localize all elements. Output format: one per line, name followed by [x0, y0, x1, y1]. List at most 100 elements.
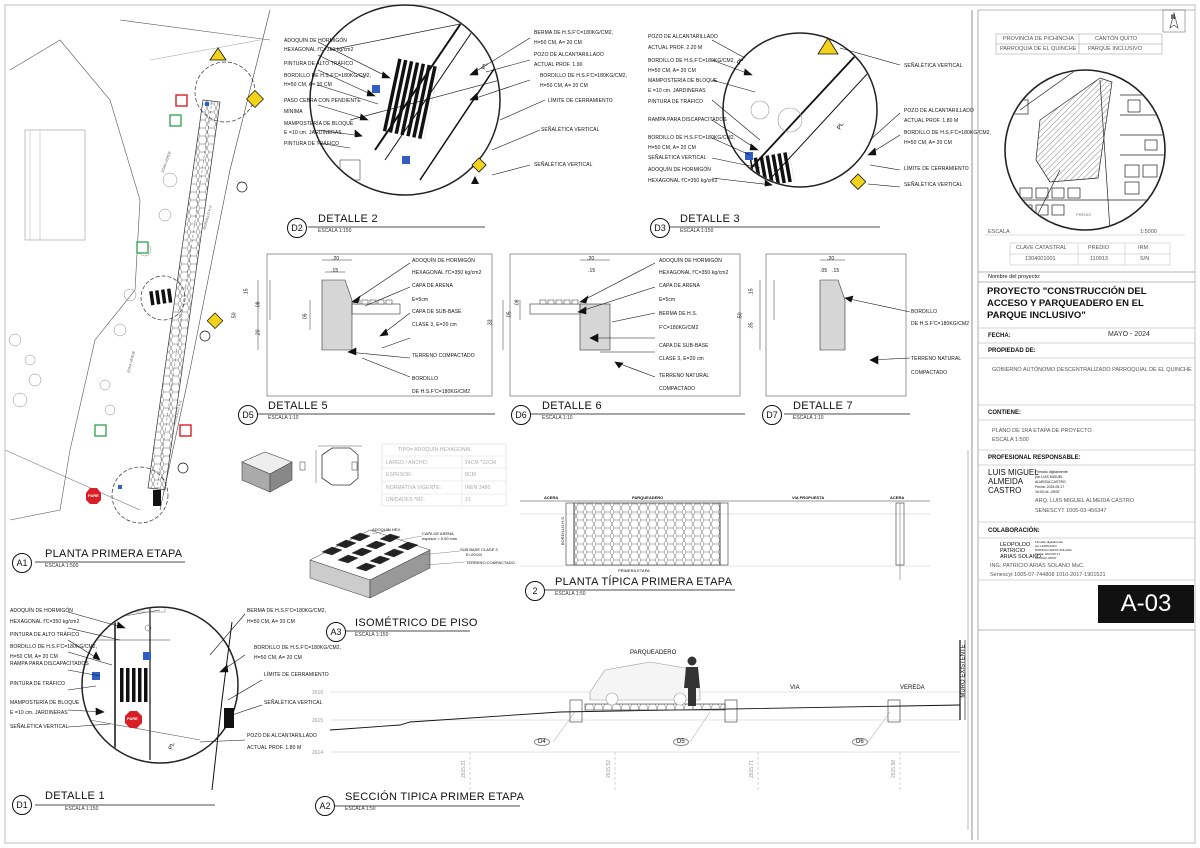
prof-senescyt: SENESCYT 1005-03-456347 — [1035, 508, 1107, 514]
colab-sig-name-2: PATRICIO — [1000, 548, 1026, 554]
dim-d5-2: .15 — [243, 288, 250, 296]
note-d3-l10: SEÑALÉTICA VERTICAL — [648, 155, 707, 161]
content-label: CONTIENE: — [988, 410, 1021, 416]
view-scale-a1: ESCALA 1:500 — [45, 563, 79, 569]
note-d1-r0: BERMA DE H.S.F'C=180KG/CM2, — [247, 608, 327, 614]
colab-sig-text-2: por LEOPOLDO — [1035, 544, 1057, 548]
note-d1-r7: ACTUAL PROF. 1.80 M — [247, 745, 302, 751]
note-d2-l4: H=50 CM, A= 20 CM — [284, 82, 332, 88]
a2-vereda: VEREDA — [900, 685, 925, 691]
paver-row2-val: INEN 3480 — [465, 485, 491, 491]
note-d1-l1: HEXAGONAL f'C=350 kg/cm2 — [10, 619, 80, 625]
note-d3-l4: MAMPOSTERÍA DE BLOQUE — [648, 78, 718, 84]
dim-d6-0: .20 — [587, 256, 595, 262]
colab-senescyt: Senescyt 1005-07-744808 1010-2017-190152… — [990, 572, 1106, 578]
note-d3-l5: E =10 cm. JARDINERAS — [648, 88, 706, 94]
note-d1-l2: PINTURA DE ALTO TRÁFICO — [10, 632, 80, 638]
view-title-d7: DETALLE 7 — [793, 400, 853, 412]
prof-sig-text-1: Firmado digitalmente — [1035, 470, 1068, 474]
view-scale-d6: ESCALA 1:10 — [542, 415, 573, 421]
p2-parqueadero: PARQUEADERO — [632, 495, 664, 500]
iso-note-4: E=20CM — [466, 552, 482, 557]
colab-sig-text-1: Firmado digitalmente — [1035, 540, 1064, 544]
view-title-d6: DETALLE 6 — [542, 400, 602, 412]
colab-sig-text-4: Fecha: 2024.05.17 — [1035, 552, 1061, 556]
note-d5-1: HEXAGONAL f'C=350 kg/cm2 — [412, 270, 482, 276]
p2-primera: PRIMERA ETAPA — [618, 568, 650, 573]
note-d3-r6: SEÑALÉTICA VERTICAL — [904, 182, 963, 188]
p2-acera-left: ACERA — [544, 495, 559, 500]
view-title-d2: DETALLE 2 — [318, 213, 378, 225]
note-d3-l9: H=50 CM, A= 20 CM — [648, 145, 696, 151]
note-d5-5: CLASE 3, E=20 cm — [412, 322, 457, 328]
note-d6-9: COMPACTADO — [659, 386, 696, 392]
a2-level-2: 2615 — [312, 718, 324, 724]
note-d6-1: HEXAGONAL f'C=350 kg/cm2 — [659, 270, 729, 276]
a2-abscissa-3: 2615.71 — [749, 759, 756, 779]
colab-name: ING. PATRICIO ARIAS SOLANO MsC. — [990, 563, 1085, 569]
cad-value-2: S/N — [1140, 256, 1150, 262]
prof-sig-text-2: por LUIS MIGUEL — [1035, 475, 1064, 479]
dim-d7-4: .35 — [748, 322, 755, 330]
note-d1-r3: H=50 CM, A= 20 CM — [254, 655, 302, 661]
view-number-d6: D6 — [511, 405, 531, 425]
sheet-code: A-03 — [1120, 590, 1172, 617]
note-d1-l4: H=50 CM, A= 20 CM — [10, 654, 58, 660]
note-d6-3: E=5cm — [659, 297, 676, 303]
cad-header-0: CLAVE CATASTRAL — [1016, 245, 1067, 251]
note-d5-2: CAPA DE ARENA — [412, 283, 453, 289]
owner-value: GOBIERNO AUTÓNOMO DESCENTRALIZADO PARROQ… — [992, 367, 1192, 373]
location-canton: CANTÓN QUITO — [1095, 36, 1138, 42]
iso-note-1: CAPA DE ARENA — [422, 531, 454, 536]
colab-sig-text-3: PATRICIO ARIAS SOLANO — [1035, 548, 1072, 552]
dim-d7-3: .15 — [748, 288, 755, 296]
dim-d6-1: .15 — [588, 268, 596, 274]
view-scale-p2: ESCALA 1:50 — [555, 591, 586, 597]
note-d2-r1: H=50 CM, A= 20 CM — [534, 40, 582, 46]
note-d3-l11: ADOQUÍN DE HORMIGÓN — [648, 167, 712, 173]
date-label: FECHA: — [988, 333, 1011, 339]
prof-sig-name-1: LUIS MIGUEL — [988, 468, 1039, 477]
dim-d7-1: .05 — [820, 268, 828, 274]
note-d6-7: CLASE 3, E=20 cm — [659, 356, 704, 362]
view-number-d1: D1 — [12, 795, 32, 815]
view-scale-a3: ESCALA 1:150 — [355, 632, 389, 638]
note-d3-l2: BORDILLO DE H.S.F'C=180KG/CM2, — [648, 58, 736, 64]
note-d3-r1: POZO DE ALCANTARILLADO — [904, 108, 974, 114]
view-scale-d1: ESCALA 1:150 — [65, 806, 99, 812]
note-d1-r5: SEÑALÉTICA VERTICAL — [264, 700, 323, 706]
svg-text:PL: PL — [168, 741, 176, 751]
note-d2-l8: E =10 cm. JARDINERAS — [284, 130, 342, 136]
a2-level-1: 2616 — [312, 690, 324, 696]
a2-abscissa-1: 2615.21 — [461, 759, 468, 779]
svg-text:PL: PL — [737, 56, 746, 66]
p2-via: VIA PROPUESTA — [792, 495, 825, 500]
note-d6-5: F'C=180KG/CM2 — [659, 325, 699, 331]
prof-sig-name-3: CASTRO — [988, 486, 1022, 495]
note-d7-1: DE H.S.F'C=180KG/CM2 — [911, 321, 970, 327]
view-number-a1: A1 — [12, 553, 32, 573]
note-d5-7: BORDILLO — [412, 376, 439, 382]
project-label: Nombre del proyecto: — [988, 274, 1041, 280]
note-d5-4: CAPA DE SUB-BASE — [412, 309, 462, 315]
iso-note-5: TERRENO COMPACTADO — [466, 560, 515, 565]
note-d6-0: ADOQUÍN DE HORMIGÓN — [659, 258, 723, 264]
map-label: PREDIO — [1076, 212, 1092, 217]
note-d6-6: CAPA DE SUB-BASE — [659, 343, 709, 349]
note-d5-6: TERRENO COMPACTADO — [412, 353, 475, 359]
view-title-d3: DETALLE 3 — [680, 213, 740, 225]
note-d1-l6: PINTURA DE TRÁFICO — [10, 681, 66, 687]
note-d2-r0: BERMA DE H.S.F'C=180KG/CM2, — [534, 30, 614, 36]
a1-pare-sign: PARE — [88, 493, 99, 498]
note-d2-l6: MÍNIMA — [284, 109, 303, 115]
note-d3-l3: H=50 CM, A= 20 CM — [648, 68, 696, 74]
note-d7-2: TERRENO NATURAL — [911, 356, 962, 362]
a2-callout-3: D6 — [852, 738, 868, 746]
view-scale-d7: ESCALA 1:10 — [793, 415, 824, 421]
note-d3-r5: LÍMITE DE CERRAMIENTO — [904, 166, 969, 172]
dim-d5-0: .20 — [332, 256, 340, 262]
note-d2-r7: SEÑALÉTICA VERTICAL — [541, 127, 600, 133]
note-d6-2: CAPA DE ARENA — [659, 283, 700, 289]
location-parish: PARROQUIA DE EL QUINCHE — [1000, 46, 1077, 52]
